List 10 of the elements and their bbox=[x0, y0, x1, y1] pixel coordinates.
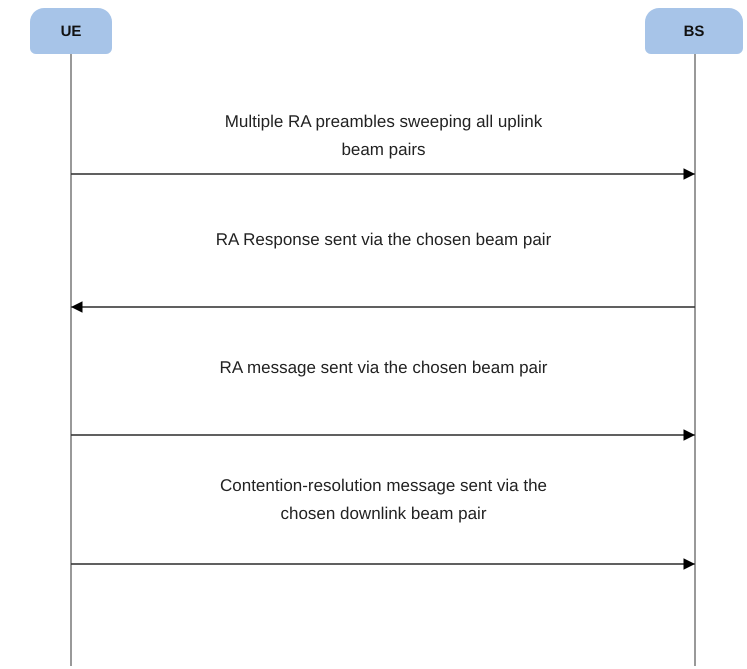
message-label: RA Response sent via the chosen beam pair bbox=[214, 229, 552, 251]
message-arrow bbox=[71, 301, 695, 313]
message-arrow bbox=[71, 168, 695, 180]
message-arrow bbox=[71, 558, 695, 570]
participant-name: UE bbox=[60, 22, 82, 40]
message-label: Contention-resolution message sent via the chosen downlink beam pair bbox=[219, 475, 548, 525]
message-label: Multiple RA preambles sweeping all uplink beam pairs bbox=[224, 111, 544, 161]
participant-name: BS bbox=[684, 22, 704, 40]
message-label: RA message sent via the chosen beam pair bbox=[218, 357, 548, 379]
message-arrow bbox=[71, 429, 695, 441]
